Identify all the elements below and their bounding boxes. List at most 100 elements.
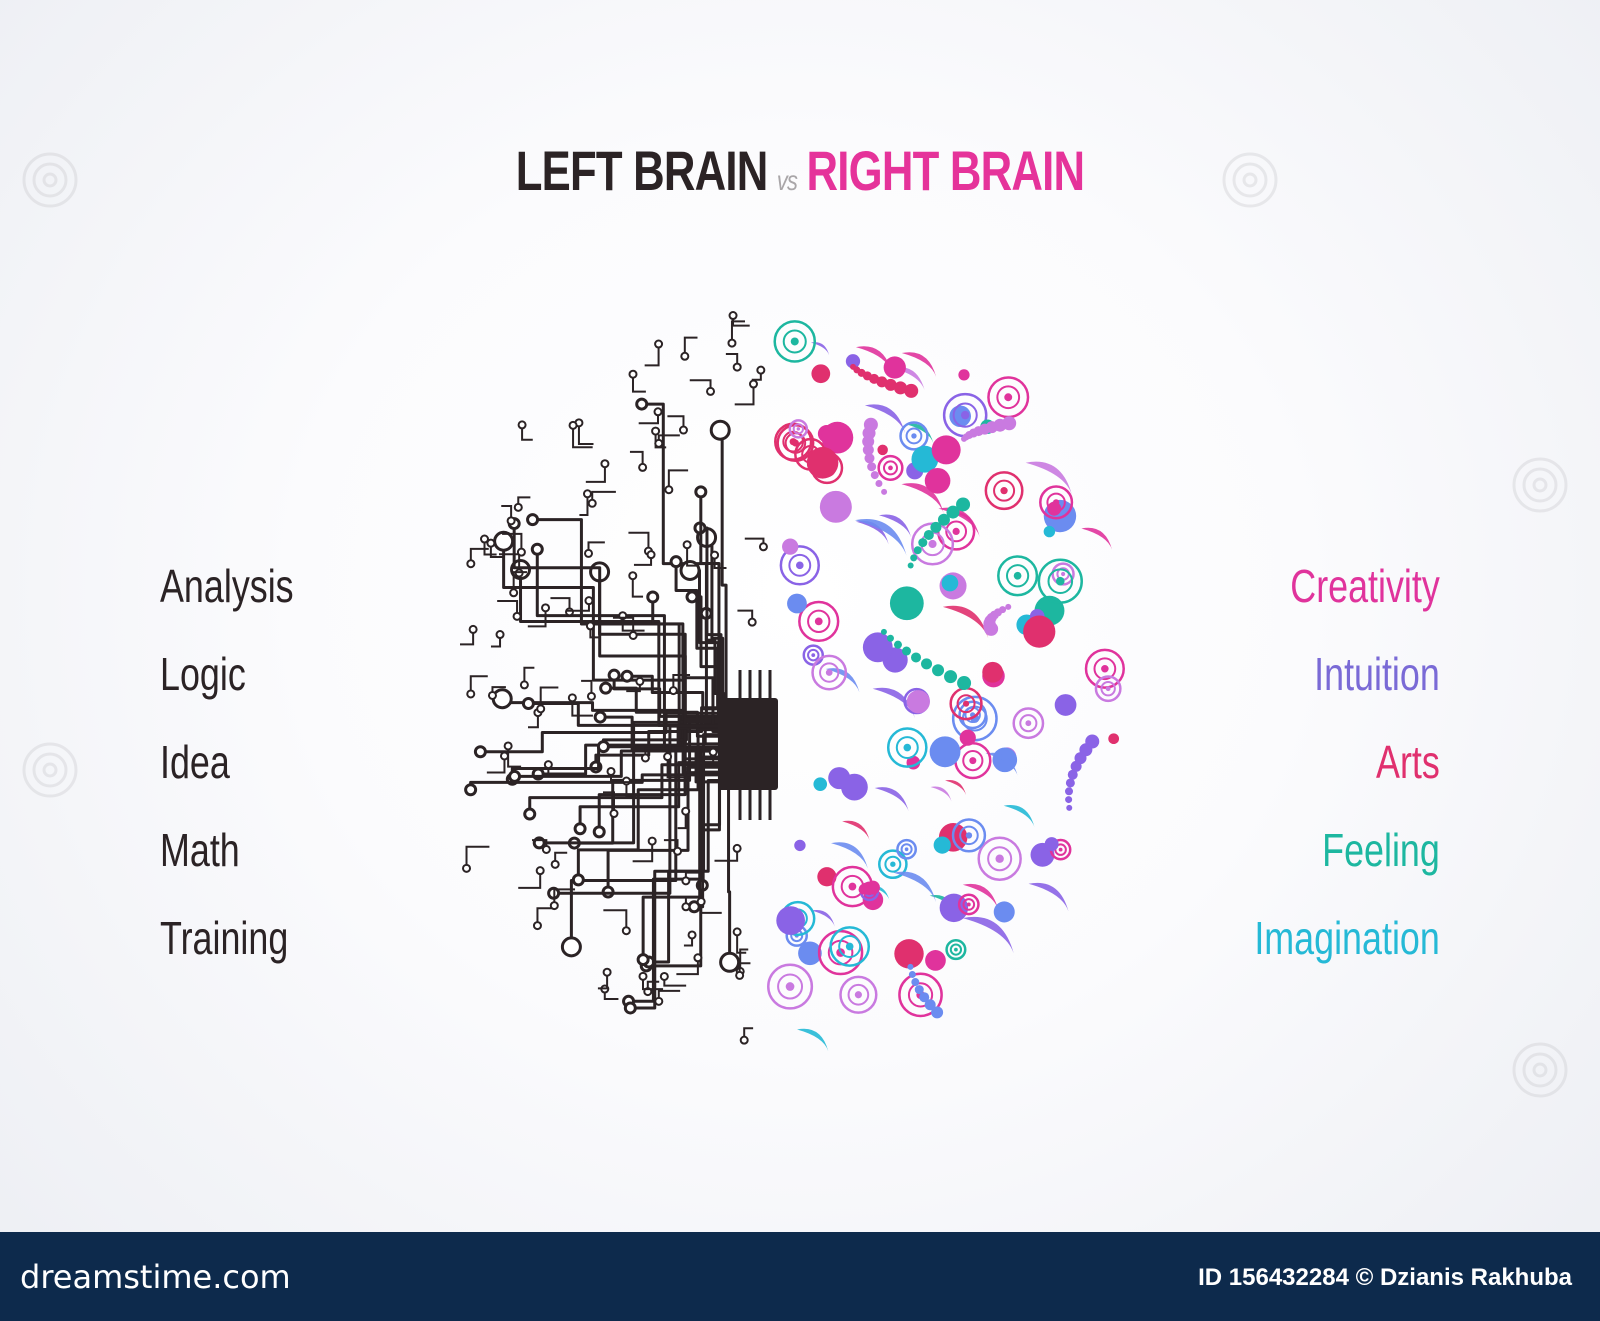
swirl-dot: [1101, 664, 1109, 673]
swirl-dot: [883, 356, 906, 379]
left-trait: Logic: [160, 648, 246, 700]
circuit-node: [573, 822, 587, 836]
paisley-shape: [872, 687, 915, 719]
swirl-ring: [951, 818, 987, 853]
circuit-line: [528, 763, 728, 815]
circuit-line: [502, 541, 728, 775]
circuit-twig: [539, 686, 559, 709]
circuit-twig: [654, 431, 667, 449]
circuit-line: [514, 749, 728, 778]
circuit-node: [680, 351, 690, 361]
circuit-node: [587, 498, 597, 508]
swirl-ring: [767, 963, 814, 1010]
swirl-dot: [966, 902, 971, 907]
swirl-dot: [848, 882, 857, 891]
circuit-twig: [469, 547, 489, 564]
swirl-ring: [829, 926, 871, 967]
dot-chain-dot: [1065, 778, 1075, 788]
swirl-ring: [1100, 680, 1116, 697]
circuit-twig: [581, 679, 593, 697]
swirl-ring: [993, 479, 1016, 502]
swirl-dot: [1004, 393, 1013, 402]
dot-chain-dot: [957, 676, 972, 691]
circuit-node: [584, 596, 594, 606]
circuit-node: [487, 690, 497, 700]
swirl-ring: [957, 893, 980, 916]
dot-chain-dot: [867, 462, 877, 472]
circuit-node: [541, 844, 551, 854]
dot-chain-dot: [908, 970, 916, 978]
dot-chain-dot: [932, 664, 945, 677]
dot-chain-dot: [911, 652, 922, 663]
swirl-dot: [806, 446, 839, 479]
swirl-dot: [888, 465, 893, 471]
circuit-node: [536, 704, 546, 714]
right-trait: Arts: [1376, 736, 1440, 788]
circuit-node: [678, 425, 688, 435]
circuit-node: [679, 559, 701, 581]
circuit-twig: [631, 575, 644, 598]
circuit-twig: [666, 756, 692, 779]
circuit-node: [560, 936, 582, 958]
paisley-shape: [854, 518, 907, 556]
swirl-dot: [811, 364, 831, 384]
swirl-ring: [1047, 568, 1074, 594]
swirl-ring: [945, 520, 968, 543]
dot-chain-dot: [893, 640, 902, 649]
circuit-line: [528, 702, 728, 749]
swirl-dot: [965, 832, 973, 839]
circuit-twig: [686, 544, 700, 567]
circuit-twig: [625, 781, 636, 797]
swirl-dot: [1056, 576, 1065, 586]
circuit-line: [532, 518, 728, 730]
circuit-node: [550, 859, 560, 869]
swirl-ring: [996, 385, 1021, 410]
footer-logo[interactable]: dreamstime.com: [20, 1258, 291, 1296]
dot-chain-dot: [1065, 796, 1073, 804]
dot-chain-dot: [923, 529, 934, 540]
circuit-twig: [676, 957, 699, 976]
circuit-node: [586, 691, 596, 701]
circuit-node: [651, 426, 661, 436]
circuit-node: [696, 897, 706, 907]
circuit-twig: [507, 745, 522, 768]
paisley-shape: [901, 352, 937, 377]
circuit-twig: [523, 666, 535, 685]
circuit-twig: [612, 616, 635, 636]
paisley-shape: [878, 514, 912, 538]
circuit-node: [709, 419, 731, 441]
circuit-twig: [518, 870, 542, 889]
swirl-ring: [792, 423, 805, 435]
right-hemisphere-swirls: [767, 320, 1125, 1052]
dot-chain-dot: [1066, 804, 1073, 811]
swirl-dot: [958, 369, 970, 381]
swirl-ring: [962, 898, 976, 911]
circuit-node: [654, 339, 664, 349]
circuit-node: [530, 542, 544, 556]
circuit-node: [681, 876, 691, 886]
circuit-line: [578, 761, 728, 829]
circuit-twig: [628, 531, 650, 552]
dot-chain-dot: [893, 381, 907, 395]
circuit-twig: [632, 841, 654, 863]
circuit-twig: [631, 374, 646, 393]
right-traits-list: Creativity Intuition Arts Feeling Imagin…: [1202, 558, 1440, 998]
circuit-node: [635, 397, 649, 411]
swirl-dot: [1025, 720, 1032, 727]
paisley-shape: [874, 787, 909, 812]
swirl-dot: [796, 561, 804, 570]
circuit-twig: [677, 811, 687, 830]
circuit-node: [693, 953, 703, 963]
swirl-dot: [845, 942, 854, 951]
dot-chain-dot: [910, 554, 918, 562]
circuit-node: [600, 459, 610, 469]
circuit-node: [668, 686, 678, 696]
circuit-node: [508, 769, 522, 783]
circuit-node: [659, 971, 669, 981]
swirl-dot: [819, 490, 852, 523]
swirl-ring: [1093, 657, 1117, 681]
swirl-dot: [924, 467, 951, 494]
circuit-node: [568, 420, 578, 430]
left-trait: Analysis: [160, 560, 294, 612]
circuit-line: [597, 718, 728, 832]
